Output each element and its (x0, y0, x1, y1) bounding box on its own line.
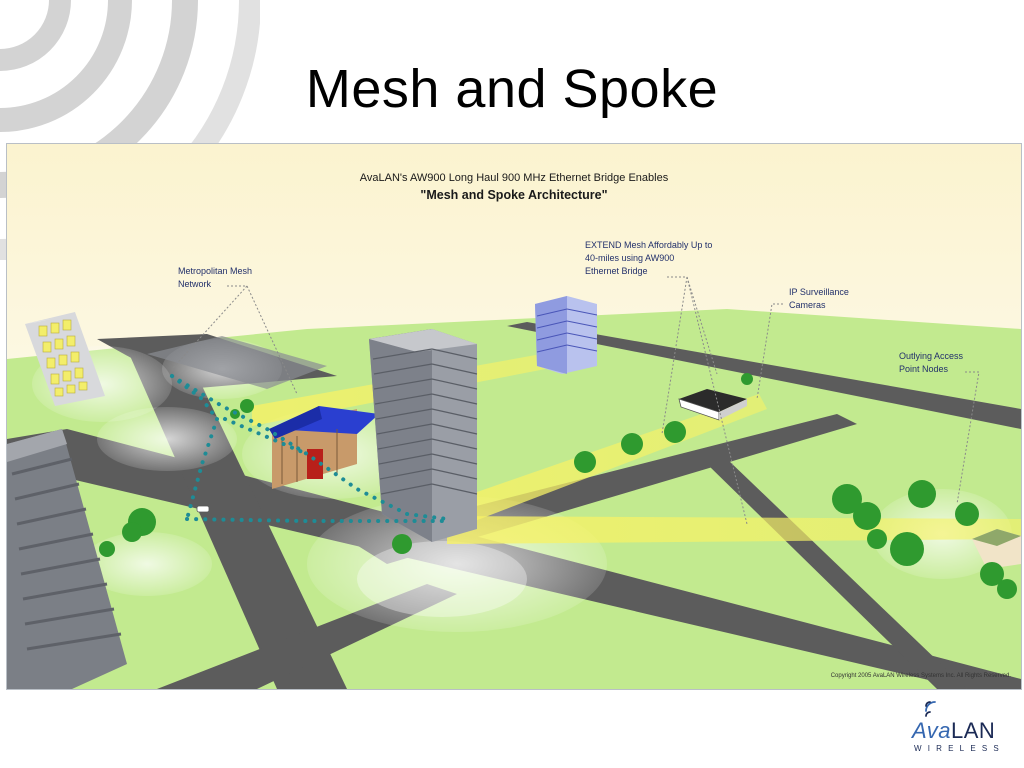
logo-tagline: WIRELESS (914, 744, 1005, 753)
callout-outlying-nodes: Outlying Access Point Nodes (899, 351, 964, 374)
blue-office-tower (535, 296, 598, 374)
left-office-block (7, 429, 127, 689)
outlying-houses (972, 529, 1021, 569)
logo-wordmark: AvaLAN (912, 718, 995, 744)
central-tower (369, 329, 478, 542)
callout-extend-mesh: EXTEND Mesh Affordably Up to 40-miles us… (585, 240, 713, 276)
callout-leaders (171, 276, 980, 525)
diagram-header: AvaLAN's AW900 Long Haul 900 MHz Etherne… (7, 172, 1021, 202)
logo-wordmark-suffix: LAN (951, 718, 996, 743)
yellow-office-tower (25, 312, 105, 406)
slide-title: Mesh and Spoke (305, 59, 719, 119)
avalan-logo: AvaLAN WIRELESS (912, 700, 1012, 760)
network-diagram: AvaLAN's AW900 Long Haul 900 MHz Etherne… (6, 143, 1022, 690)
callout-ip-cameras: IP Surveillance Cameras (789, 287, 849, 310)
copyright-notice: Copyright 2005 AvaLAN Wireless Systems I… (830, 673, 1011, 679)
wifi-signal-icon (925, 701, 936, 717)
diagram-header-line1: AvaLAN's AW900 Long Haul 900 MHz Etherne… (359, 172, 669, 184)
diagram-header-line2: "Mesh and Spoke Architecture" (420, 188, 608, 202)
callout-metro-mesh: Metropolitan Mesh Network (178, 266, 253, 289)
trees (99, 373, 1017, 599)
logo-wordmark-prefix: Ava (912, 718, 952, 743)
parking-lot (147, 336, 327, 389)
blue-roof-building (269, 406, 379, 489)
remote-building (678, 389, 747, 421)
vehicle (196, 505, 210, 513)
diagram-scene (7, 144, 1021, 689)
mesh-links (170, 374, 449, 523)
